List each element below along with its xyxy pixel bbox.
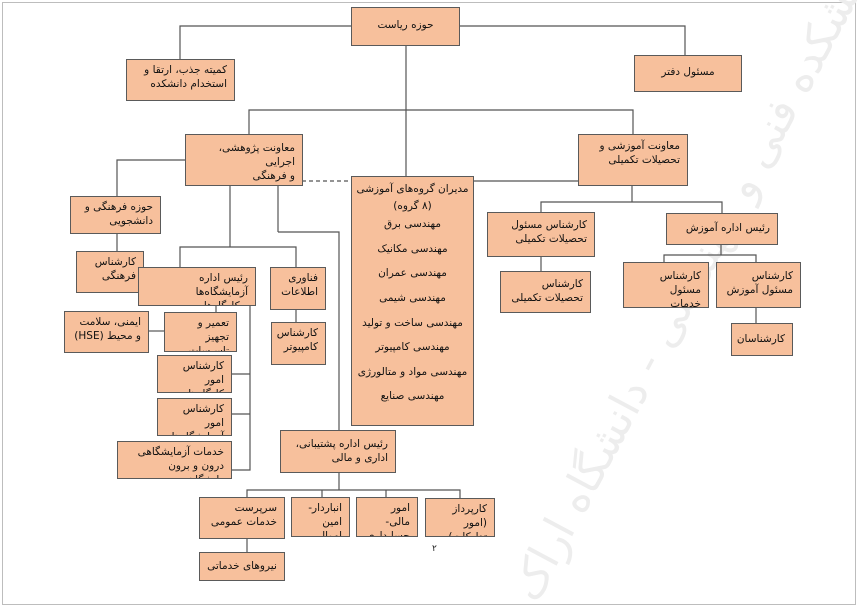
connector-labs-spine	[232, 306, 251, 471]
department-item: مهندسی مکانیک	[377, 242, 448, 255]
labs-expert-box: کارشناس امور آزمایشگاه‌ها	[157, 398, 232, 436]
general-services-box: سرپرست خدمات عمومی	[199, 497, 285, 539]
recruitment-committee-box: کمیته جذب، ارتقا و استخدام دانشکده	[126, 59, 235, 101]
service-staff-box: نیروهای خدماتی	[199, 552, 285, 581]
grad-expert-head-box: کارشناس مسئول تحصیلات تکمیلی	[487, 212, 595, 257]
connector-to-support-head	[278, 231, 340, 430]
connector-education-sub-bar	[663, 254, 757, 262]
cultural-office-box: حوزه فرهنگی و دانشجویی	[70, 196, 161, 234]
department-item: مهندسی برق	[384, 218, 441, 231]
department-item: مهندسی مواد و متالورژی	[357, 365, 468, 378]
connector-to-labs-head	[179, 246, 230, 267]
lab-services-box: خدمات آزمایشگاهی درون و برون دانشگاهی	[117, 441, 232, 479]
warehouse-box: انباردار- امین اموال	[291, 497, 350, 537]
presidency-box: حوزه ریاست	[351, 7, 460, 46]
education-head-box: رئیس اداره آموزش	[666, 213, 778, 245]
connector-to-it	[230, 246, 297, 267]
department-item: مهندسی صنایع	[380, 390, 445, 403]
department-count: (۸ گروه)	[393, 200, 432, 213]
page-number: ۲	[432, 544, 437, 554]
computer-expert-box: کارشناس کامپیوتر	[271, 322, 326, 365]
connector-to-cultural-office	[116, 159, 185, 196]
cultural-expert-box: کارشناس فرهنگی	[76, 251, 144, 293]
connector-to-education-deputy	[406, 109, 634, 134]
grad-expert-box: کارشناس تحصیلات تکمیلی	[500, 271, 591, 313]
maintenance-box: تعمیر و تجهیز تاسیسات	[164, 312, 237, 352]
department-item: مهندسی عمران	[378, 267, 447, 280]
education-expert-head-box: کارشناس مسئول آموزش	[716, 262, 801, 308]
department-item: مهندسی کامپیوتر	[375, 341, 450, 354]
connector-to-research-deputy	[248, 109, 406, 134]
workshops-expert-box: کارشناس امور کارگاه‌ها	[157, 355, 232, 393]
edu-services-expert-box: کارشناس مسئول خدمات آموزشی	[623, 262, 709, 308]
finance-box: امور مالی- حسابداری	[356, 497, 418, 537]
research-deputy-box: معاونت پژوهشی، اجرایی و فرهنگی	[185, 134, 303, 186]
department-list: مهندسی برق مهندسی مکانیک مهندسی عمران مهندس…	[352, 212, 473, 409]
department-heads-box: مدیران گروه‌های آموزشی (۸ گروه) مهندسی ب…	[351, 176, 474, 426]
department-item: مهندسی ساخت و تولید	[362, 316, 463, 329]
connector-support-bar	[246, 489, 461, 498]
hse-box: ایمنی، سلامت و محیط (HSE)	[64, 311, 149, 353]
experts-box: کارشناسان	[731, 323, 793, 356]
procurement-box: کارپرداز (امور تدارکات)	[425, 498, 495, 537]
it-box: فناوری اطلاعات	[270, 267, 326, 310]
connector-education-bar	[540, 201, 723, 213]
labs-head-box: رئیس اداره آزمایشگاه‌ها و کارگاه‌ها	[138, 267, 256, 306]
office-manager-box: مسئول دفتر	[634, 55, 742, 92]
support-head-box: رئیس اداره پشتیبانی، اداری و مالی	[280, 430, 396, 473]
department-item: مهندسی شیمی	[379, 291, 446, 304]
department-heads-title: مدیران گروه‌های آموزشی	[356, 183, 469, 195]
education-deputy-box: معاونت آموزشی و تحصیلات تکمیلی	[578, 134, 688, 186]
